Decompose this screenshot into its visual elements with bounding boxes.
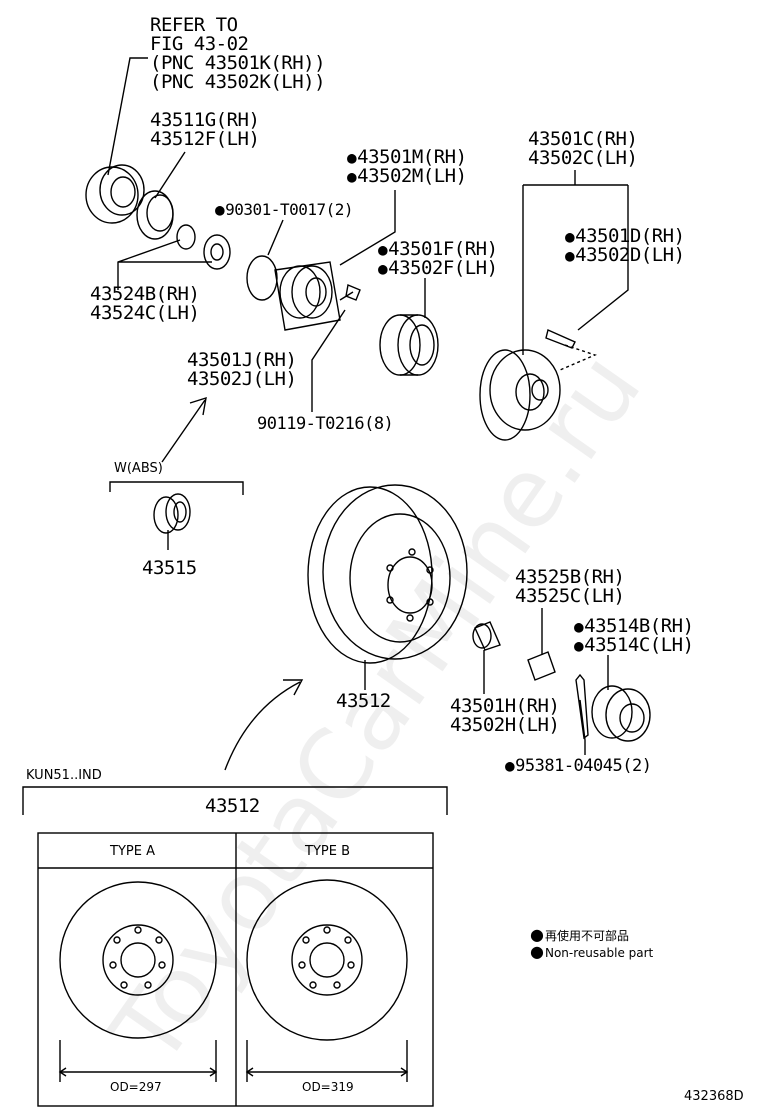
- variant-type-b: TYPE B: [305, 844, 350, 859]
- label-90119: 90119-T0216(8): [257, 414, 394, 434]
- bearing-43511g: [85, 164, 145, 224]
- washer-43524b: [176, 224, 196, 250]
- ring-43515: [153, 493, 191, 534]
- refer-line2: FIG 43-02: [150, 33, 249, 55]
- pin-95381: [575, 673, 589, 740]
- arrow-curve: [224, 679, 304, 771]
- refer-line1: REFER TO: [150, 14, 238, 36]
- leader-90301: [267, 219, 284, 256]
- variant-part: 43512: [205, 795, 260, 817]
- refer-line4: (PNC 43502K(LH)): [150, 71, 326, 93]
- dashed-callout: [559, 344, 597, 371]
- arrow-up-1: [161, 396, 207, 463]
- label-43502c: 43502C(LH): [528, 147, 638, 169]
- variant-type-a: TYPE A: [110, 844, 155, 859]
- nut-43525b: [527, 651, 556, 681]
- leader-43501m: [339, 190, 396, 266]
- legend-jp: 再使用不可部品: [530, 928, 629, 943]
- label-43514b: 43514B(RH): [574, 617, 694, 636]
- leader-43511g: [154, 151, 186, 199]
- leader-90119: [311, 309, 346, 412]
- label-43514c: 43514C(LH): [574, 636, 694, 655]
- variant-bracket: [22, 786, 448, 815]
- hub-43501c: [479, 349, 561, 441]
- refer-line3: (PNC 43501K(RH)): [150, 52, 326, 74]
- label-95381: 95381-04045(2): [505, 756, 652, 776]
- cap-43501h: [472, 621, 501, 651]
- label-43502h: 43502H(LH): [450, 714, 560, 736]
- label-43501m: 43501M(RH): [347, 148, 467, 167]
- label-43501j: 43501J(RH): [187, 349, 297, 371]
- hub-43501j: [274, 261, 341, 331]
- label-43512f: 43512F(LH): [150, 128, 260, 150]
- disc-type-b: [245, 879, 409, 1082]
- washer-43524c: [203, 234, 231, 270]
- leader-43524: [117, 239, 212, 290]
- bolt-90119: [339, 284, 361, 301]
- label-90301: 90301-T0017(2): [215, 200, 353, 219]
- bolt-43501d: [545, 329, 576, 349]
- bearing-43501f: [379, 314, 439, 376]
- label-wabs: W(ABS): [114, 461, 163, 476]
- label-43502f: 43502F(LH): [378, 259, 498, 278]
- variant-model: KUN51..IND: [26, 768, 102, 783]
- label-43515: 43515: [142, 557, 197, 579]
- label-43501d: 43501D(RH): [565, 227, 685, 246]
- label-43501c: 43501C(RH): [528, 128, 638, 150]
- label-43501f: 43501F(RH): [378, 240, 498, 259]
- label-43524b: 43524B(RH): [90, 283, 200, 305]
- label-43512: 43512: [336, 690, 391, 712]
- label-43501h: 43501H(RH): [450, 695, 560, 717]
- label-43502j: 43502J(LH): [187, 368, 297, 390]
- leader-refer: [107, 57, 148, 176]
- variant-od-a: OD=297: [110, 1080, 162, 1094]
- variant-od-b: OD=319: [302, 1080, 354, 1094]
- leader-43501c: [522, 170, 629, 355]
- legend-en: Non-reusable part: [530, 945, 653, 960]
- label-43511g: 43511G(RH): [150, 109, 260, 131]
- label-43525c: 43525C(LH): [515, 585, 625, 607]
- label-43502m: 43502M(LH): [347, 167, 467, 186]
- disc-43512: [307, 484, 468, 664]
- cap-43514b: [591, 685, 651, 742]
- disc-type-a: [58, 881, 218, 1082]
- o-ring-90301: [246, 255, 278, 301]
- leader-95381: [579, 699, 586, 755]
- label-43502d: 43502D(LH): [565, 246, 685, 265]
- seal-43512f: [136, 190, 174, 240]
- label-43524c: 43524C(LH): [90, 302, 200, 324]
- label-43525b: 43525B(RH): [515, 566, 625, 588]
- wabs-bracket: [109, 481, 244, 495]
- illustration-id: 432368D: [684, 1089, 744, 1104]
